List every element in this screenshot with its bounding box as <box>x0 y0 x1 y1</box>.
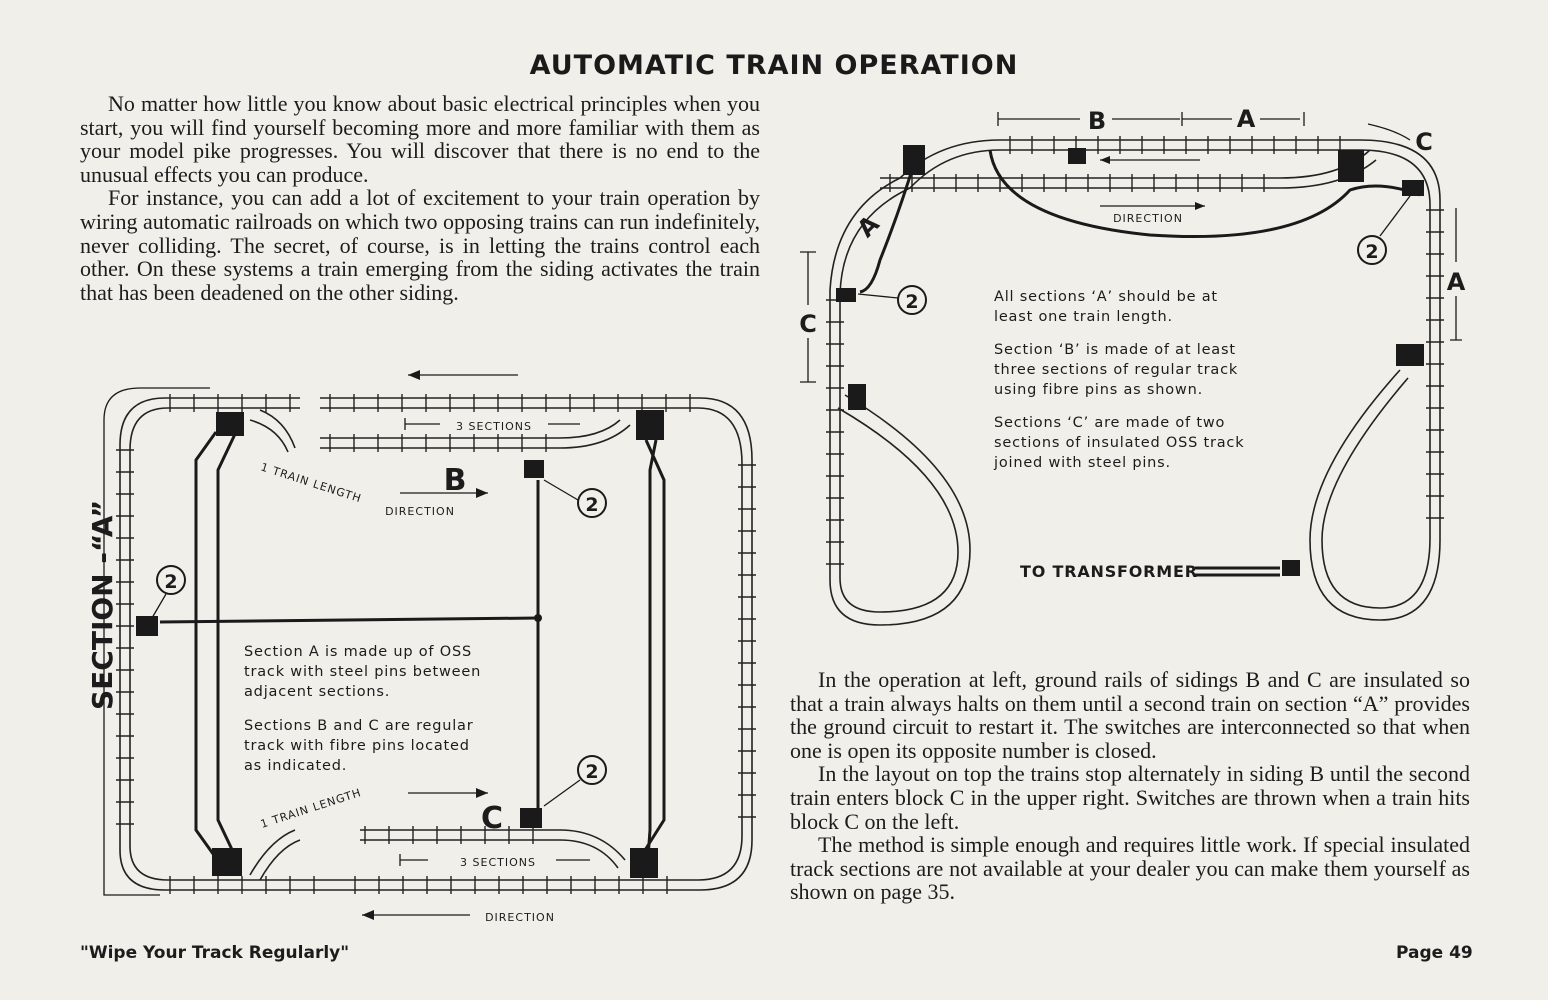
section-c-label: C <box>799 310 817 338</box>
svg-text:2: 2 <box>1365 241 1378 263</box>
svg-text:track with fibre pins located: track with fibre pins located <box>244 738 470 754</box>
svg-text:least one train length.: least one train length. <box>994 309 1173 325</box>
callout-2: 2 <box>857 285 927 315</box>
to-transformer-label: TO TRANSFORMER <box>1020 562 1198 581</box>
callout-2: 2 <box>1357 195 1411 265</box>
callout-2: 2 <box>543 755 607 807</box>
svg-text:Sections B and C are regular: Sections B and C are regular <box>244 718 474 734</box>
svg-text:2: 2 <box>164 571 177 593</box>
section-c-label: C <box>1415 128 1433 156</box>
paragraph: In the operation at left, ground rails o… <box>790 667 1470 763</box>
three-sections-label: 3 SECTIONS <box>460 856 536 869</box>
svg-text:2: 2 <box>585 494 598 516</box>
direction-label: DIRECTION <box>385 505 455 518</box>
intro-text: No matter how little you know about basi… <box>80 92 760 304</box>
paragraph: No matter how little you know about basi… <box>80 91 760 187</box>
svg-text:three sections of regular trac: three sections of regular track <box>994 362 1238 378</box>
section-note: All sections ‘A’ should be at least one … <box>993 289 1244 471</box>
page-number: Page 49 <box>1396 943 1473 963</box>
section-a-label: SECTION -“A” <box>86 500 119 710</box>
svg-text:2: 2 <box>585 761 598 783</box>
section-a-label: A <box>852 210 885 243</box>
direction-label: DIRECTION <box>485 911 555 924</box>
section-a-label: A <box>1237 105 1256 133</box>
paragraph: For instance, you can add a lot of excit… <box>80 185 760 305</box>
siding-b-label: B <box>444 463 467 498</box>
callout-2: 2 <box>543 479 607 518</box>
three-sections-label: 3 SECTIONS <box>456 420 532 433</box>
section-note: Section A is made up of OSS track with s… <box>244 644 481 774</box>
direction-label: DIRECTION <box>1113 212 1183 225</box>
svg-text:using fibre pins as shown.: using fibre pins as shown. <box>994 382 1203 398</box>
paragraph: The method is simple enough and requires… <box>790 832 1470 905</box>
paragraph: In the layout on top the trains stop alt… <box>790 761 1470 834</box>
siding-c-label: C <box>481 801 503 836</box>
page-title: AUTOMATIC TRAIN OPERATION <box>529 50 1019 81</box>
footer-slogan: "Wipe Your Track Regularly" <box>80 943 350 963</box>
section-b-label: B <box>1088 107 1106 135</box>
svg-text:as indicated.: as indicated. <box>244 758 347 774</box>
svg-text:track with steel pins between: track with steel pins between <box>244 664 481 680</box>
svg-text:Section ‘B’ is made of at leas: Section ‘B’ is made of at least <box>994 342 1236 358</box>
section-a-label: A <box>1447 268 1466 296</box>
callout-2: 2 <box>151 565 186 619</box>
explanation-text: In the operation at left, ground rails o… <box>790 668 1470 904</box>
svg-text:2: 2 <box>905 291 918 313</box>
svg-text:adjacent sections.: adjacent sections. <box>244 684 390 700</box>
svg-text:joined with steel pins.: joined with steel pins. <box>993 455 1171 471</box>
svg-text:sections of insulated OSS trac: sections of insulated OSS track <box>994 435 1244 451</box>
svg-text:Sections ‘C’ are made of two: Sections ‘C’ are made of two <box>994 415 1225 431</box>
svg-text:Section A is made up of OSS: Section A is made up of OSS <box>244 644 472 660</box>
svg-text:All sections ‘A’ should be at: All sections ‘A’ should be at <box>994 289 1218 305</box>
